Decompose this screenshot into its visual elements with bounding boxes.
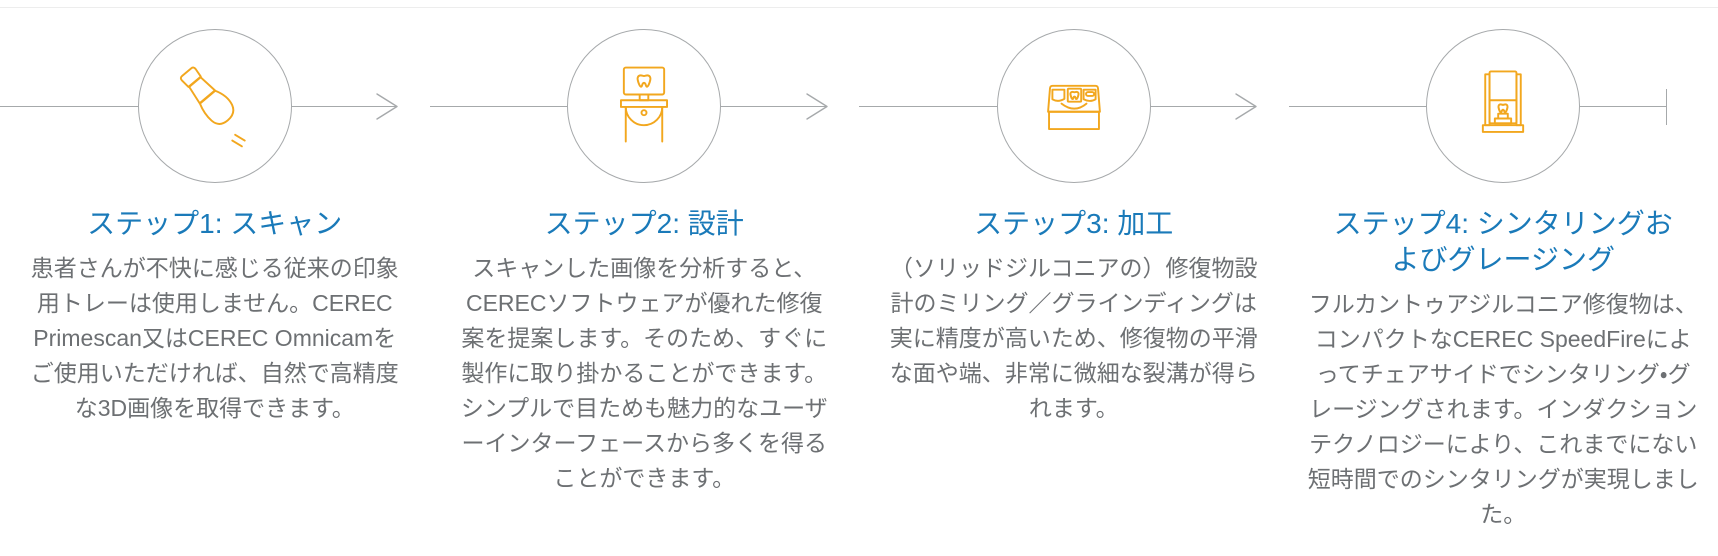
step-title[interactable]: ステップ3: 加工 [974, 208, 1174, 239]
step-icon-row [859, 0, 1289, 192]
step-icon-row [1288, 0, 1718, 192]
design-workstation-icon [620, 66, 669, 143]
milling-machine-icon [1046, 84, 1101, 130]
arrow-right-icon [806, 93, 828, 120]
step-title[interactable]: ステップ1: スキャン [87, 208, 343, 239]
step-description: 患者さんが不快に感じる従来の印象用トレーは使用しません。CEREC Primes… [30, 255, 399, 421]
step-column-design: ステップ2: 設計 スキャンした画像を分析すると、CERECソフトウェアが優れた… [429, 0, 860, 532]
step-column-milling: ステップ3: 加工 （ソリッドジルコニアの）修復物設計のミリング／グラインディン… [859, 0, 1289, 532]
step-icon-circle [567, 29, 722, 183]
step-title[interactable]: ステップ2: 設計 [544, 208, 744, 239]
intraoral-scanner-icon [179, 66, 246, 148]
workflow-steps: ステップ1: スキャン 患者さんが不快に感じる従来の印象用トレーは使用しません。… [0, 0, 1718, 532]
connector-end-tick [1666, 89, 1668, 125]
step-icon-row [0, 0, 430, 192]
step-column-sintering: ステップ4: シンタリングおよびグレージング フルカントゥアジルコニア修復物は、… [1288, 0, 1718, 532]
step-icon-circle [137, 29, 292, 183]
step-description: （ソリッドジルコニアの）修復物設計のミリング／グラインディングは実に精度が高いた… [889, 255, 1258, 421]
step-icon-circle [1426, 29, 1581, 183]
step-icon-row [429, 0, 860, 192]
section-top-divider [0, 7, 1718, 8]
step-icon-circle [996, 29, 1151, 183]
sintering-furnace-icon [1482, 70, 1525, 133]
arrow-right-icon [1235, 93, 1257, 120]
step-description: フルカントゥアジルコニア修復物は、コンパクトなCEREC SpeedFireによ… [1307, 291, 1699, 527]
step-column-scan: ステップ1: スキャン 患者さんが不快に感じる従来の印象用トレーは使用しません。… [0, 0, 430, 532]
step-title[interactable]: ステップ4: シンタリングおよびグレージング [1333, 208, 1673, 275]
step-description: スキャンした画像を分析すると、CERECソフトウェアが優れた修復案を提案します。… [460, 255, 828, 491]
arrow-right-icon [376, 93, 398, 120]
